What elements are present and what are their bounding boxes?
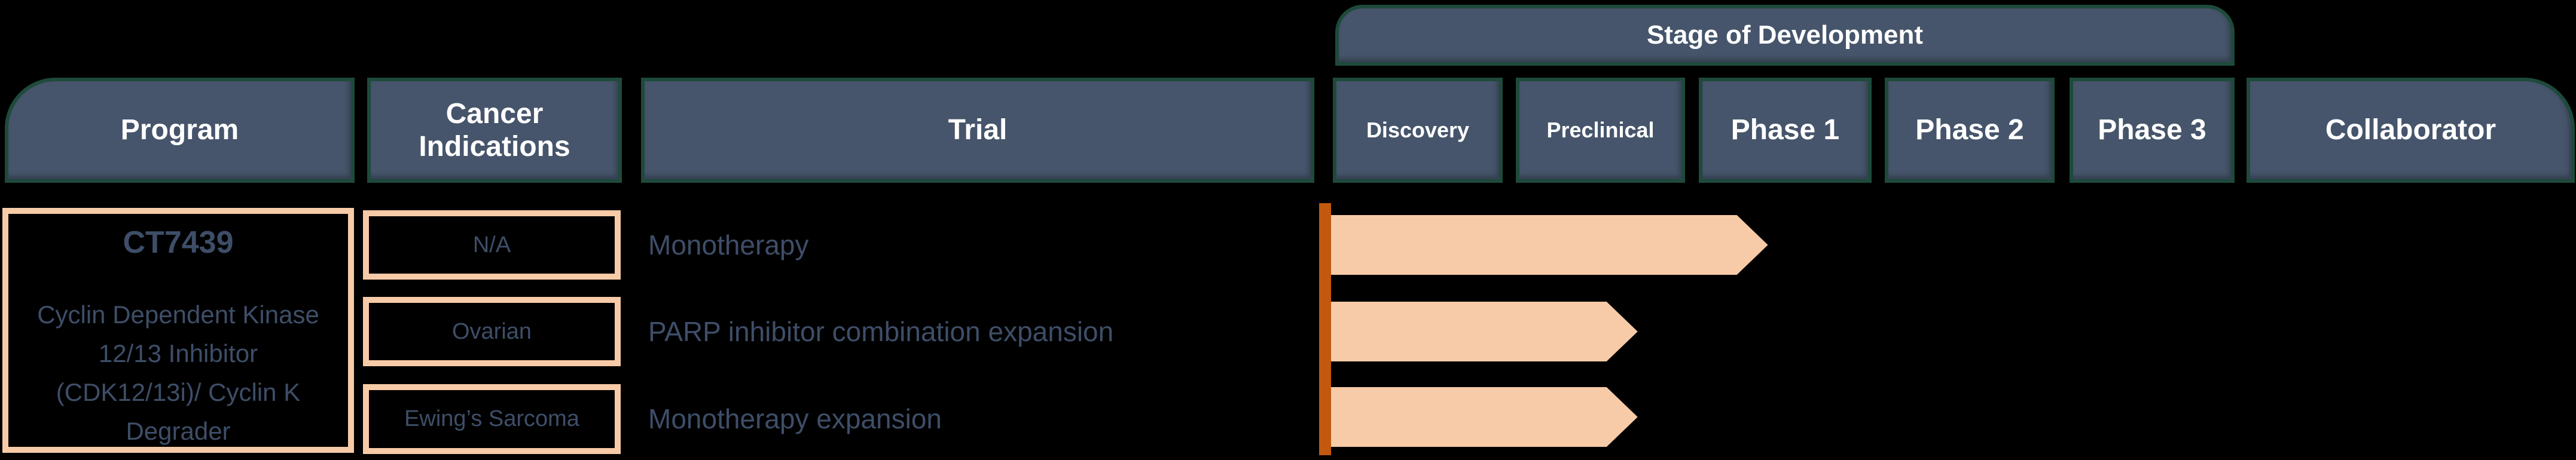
header-col-discovery: Discovery [1333, 78, 1503, 183]
header-label-preclinical: Preclinical [1546, 118, 1655, 143]
header-col-cancer-indications: Cancer Indications [367, 78, 622, 183]
program-description: Cyclin Dependent Kinase 12/13 Inhibitor … [37, 300, 319, 446]
header-label-trial: Trial [948, 114, 1008, 146]
stage-bar-1 [1331, 215, 1768, 275]
trial-label-1: Monotherapy [648, 229, 809, 260]
header-col-trial: Trial [641, 78, 1314, 183]
header-label-cancer-indications: Cancer Indications [419, 97, 570, 162]
indication-label-1: N/A [472, 232, 511, 257]
header-label-program: Program [120, 114, 239, 146]
program-name: CT7439 [123, 225, 234, 260]
header-label-phase-2: Phase 2 [1915, 114, 2024, 146]
stage-bar-3 [1331, 387, 1638, 447]
header-col-program: Program [5, 78, 355, 183]
stage-start-line [1319, 203, 1331, 455]
header-label-phase-1: Phase 1 [1730, 114, 1840, 146]
program-card: CT7439 Cyclin Dependent Kinase 12/13 Inh… [2, 208, 354, 453]
stage-of-development-title: Stage of Development [1646, 20, 1924, 50]
stage-bar-2 [1331, 302, 1638, 361]
trial-label-3: Monotherapy expansion [648, 403, 942, 434]
indication-box-2: Ovarian [363, 297, 621, 366]
trial-label-2: PARP inhibitor combination expansion [648, 316, 1114, 347]
header-col-phase-3: Phase 3 [2070, 78, 2235, 183]
indication-label-3: Ewing’s Sarcoma [404, 406, 579, 431]
indication-box-1: N/A [363, 210, 621, 280]
header-col-phase-2: Phase 2 [1885, 78, 2055, 183]
indication-label-2: Ovarian [451, 318, 532, 344]
header-col-phase-1: Phase 1 [1699, 78, 1872, 183]
header-col-collaborator: Collaborator [2247, 78, 2575, 183]
header-label-discovery: Discovery [1366, 118, 1470, 143]
header-col-preclinical: Preclinical [1516, 78, 1685, 183]
stage-of-development-header: Stage of Development [1335, 5, 2235, 66]
header-label-phase-3: Phase 3 [2098, 114, 2206, 146]
indication-box-3: Ewing’s Sarcoma [363, 384, 621, 454]
header-label-collaborator: Collaborator [2325, 114, 2496, 146]
